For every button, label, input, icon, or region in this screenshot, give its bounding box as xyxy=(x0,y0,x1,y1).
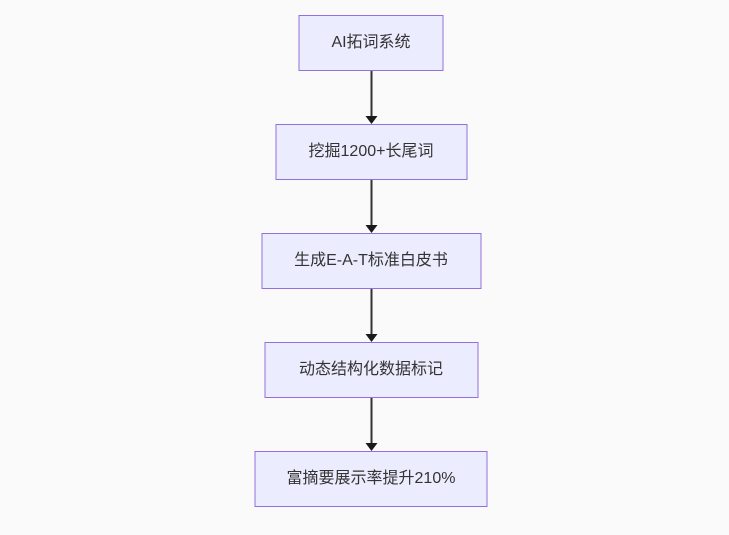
flow-node-5-label: 富摘要展示率提升210% xyxy=(286,470,456,487)
flow-node-4: 动态结构化数据标记 xyxy=(264,342,478,398)
flow-arrow-1 xyxy=(365,71,377,124)
arrowhead-icon xyxy=(365,225,377,233)
flow-node-2: 挖掘1200+长尾词 xyxy=(275,124,467,180)
flow-node-2-label: 挖掘1200+长尾词 xyxy=(308,143,434,160)
arrow-line xyxy=(370,180,372,225)
arrowhead-icon xyxy=(365,443,377,451)
flow-arrow-4 xyxy=(365,398,377,451)
arrow-line xyxy=(370,71,372,116)
arrowhead-icon xyxy=(365,116,377,124)
arrowhead-icon xyxy=(365,334,377,342)
flowchart-column: AI拓词系统 挖掘1200+长尾词 生成E-A-T标准白皮书 动态结构化数据标记 xyxy=(254,15,488,507)
arrow-line xyxy=(370,289,372,334)
flow-arrow-3 xyxy=(365,289,377,342)
arrow-line xyxy=(370,398,372,443)
flow-node-3: 生成E-A-T标准白皮书 xyxy=(261,233,481,289)
flow-node-5: 富摘要展示率提升210% xyxy=(254,451,488,507)
flow-node-4-label: 动态结构化数据标记 xyxy=(298,361,443,378)
flow-node-1-label: AI拓词系统 xyxy=(331,34,411,51)
flow-arrow-2 xyxy=(365,180,377,233)
flow-node-1: AI拓词系统 xyxy=(298,15,444,71)
flow-node-3-label: 生成E-A-T标准白皮书 xyxy=(294,252,448,269)
